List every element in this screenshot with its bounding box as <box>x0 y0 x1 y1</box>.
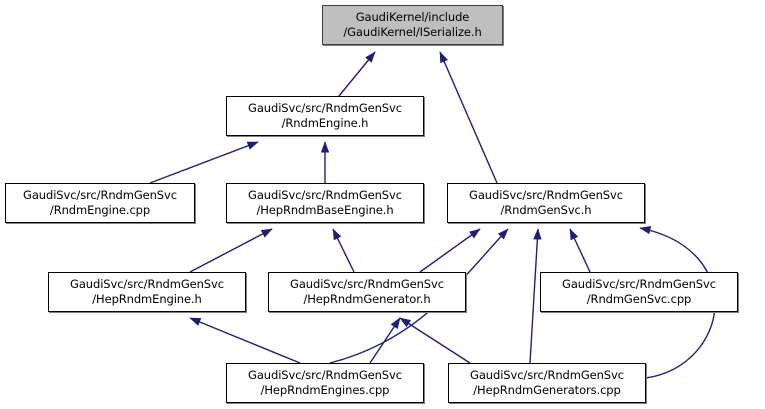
node-label-line1: GaudiSvc/src/RndmGenSvc <box>248 188 402 202</box>
graph-edge-rndmgensvc_h-to-iserialize <box>439 51 498 184</box>
graph-edge-heprndmgenerators_cpp-to-rndmgensvc_h <box>529 228 542 364</box>
graph-node-iserialize[interactable]: GaudiKernel/include/GaudiKernel/ISeriali… <box>322 5 503 45</box>
graph-node-heprndmengines_cpp[interactable]: GaudiSvc/src/RndmGenSvc/HepRndmEngines.c… <box>226 363 424 403</box>
graph-node-rndmengine_h[interactable]: GaudiSvc/src/RndmGenSvc/RndmEngine.h <box>226 96 424 136</box>
node-label-line1: GaudiSvc/src/RndmGenSvc <box>469 188 623 202</box>
graph-node-heprndmbaseengine_h[interactable]: GaudiSvc/src/RndmGenSvc/HepRndmBaseEngin… <box>226 183 424 223</box>
graph-edge-heprndmengines_cpp-to-heprndmgenerator_h <box>369 317 401 364</box>
node-label-line1: GaudiSvc/src/RndmGenSvc <box>70 277 224 291</box>
node-label-line2: /HepRndmEngines.cpp <box>260 383 390 397</box>
node-label-line2: /GaudiKernel/ISerialize.h <box>343 25 482 39</box>
node-label-line2: /RndmGenSvc.h <box>500 203 592 217</box>
graph-edge-rndmengine_cpp-to-rndmengine_h <box>149 141 259 184</box>
graph-edge-heprndmgenerators_cpp-to-heprndmgenerator_h <box>399 317 471 364</box>
node-label-line1: GaudiSvc/src/RndmGenSvc <box>248 368 402 382</box>
node-label-line2: /RndmEngine.h <box>281 116 369 130</box>
node-label-line2: /RndmGenSvc.cpp <box>586 292 692 306</box>
graph-edge-heprndmengine_h-to-heprndmbaseengine_h <box>189 228 273 273</box>
node-label-line2: /HepRndmGenerator.h <box>303 292 431 306</box>
graph-edge-heprndmengines_cpp-to-heprndmengine_h <box>189 317 301 364</box>
node-label-line2: /HepRndmGenerators.cpp <box>473 383 621 397</box>
node-label-line1: GaudiSvc/src/RndmGenSvc <box>290 277 444 291</box>
graph-node-heprndmgenerator_h[interactable]: GaudiSvc/src/RndmGenSvc/HepRndmGenerator… <box>268 272 466 312</box>
node-label-line2: /RndmEngine.cpp <box>49 203 151 217</box>
node-label-line2: /HepRndmBaseEngine.h <box>256 203 394 217</box>
node-label-line2: /HepRndmEngine.h <box>92 292 202 306</box>
graph-node-rndmgensvc_cpp[interactable]: GaudiSvc/src/RndmGenSvc/RndmGenSvc.cpp <box>540 272 738 312</box>
node-label-line1: GaudiSvc/src/RndmGenSvc <box>23 188 177 202</box>
node-label-line1: GaudiSvc/src/RndmGenSvc <box>470 368 624 382</box>
graph-edge-heprndmgenerator_h-to-rndmgensvc_h <box>419 228 481 273</box>
node-label-line1: GaudiSvc/src/RndmGenSvc <box>562 277 716 291</box>
graph-node-heprndmgenerators_cpp[interactable]: GaudiSvc/src/RndmGenSvc/HepRndmGenerator… <box>448 363 646 403</box>
graph-edge-rndmgensvc_cpp-to-rndmgensvc_h <box>569 228 591 273</box>
graph-node-heprndmengine_h[interactable]: GaudiSvc/src/RndmGenSvc/HepRndmEngine.h <box>48 272 246 312</box>
graph-node-rndmgensvc_h[interactable]: GaudiSvc/src/RndmGenSvc/RndmGenSvc.h <box>447 183 645 223</box>
graph-node-rndmengine_cpp[interactable]: GaudiSvc/src/RndmGenSvc/RndmEngine.cpp <box>5 183 195 223</box>
graph-edge-rndmengine_h-to-iserialize <box>338 51 376 97</box>
graph-edge-heprndmgenerator_h-to-heprndmbaseengine_h <box>332 228 355 273</box>
node-label-line1: GaudiKernel/include <box>355 10 470 24</box>
node-label-line1: GaudiSvc/src/RndmGenSvc <box>248 101 402 115</box>
